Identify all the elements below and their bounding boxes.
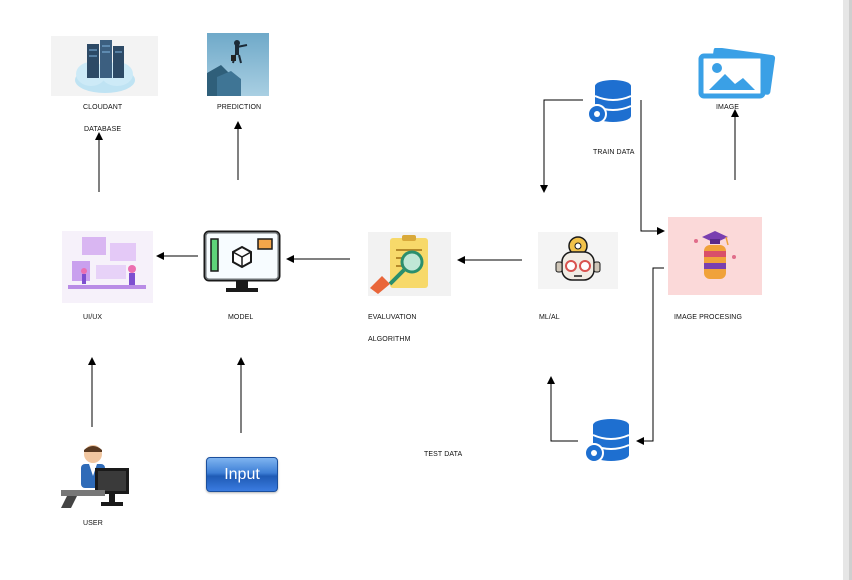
ml-robot-icon bbox=[538, 232, 618, 289]
scrollbar-edge bbox=[849, 0, 852, 580]
image-icon bbox=[697, 48, 777, 100]
model-label: MODEL bbox=[228, 314, 254, 321]
database-label: DATABASE bbox=[84, 126, 122, 133]
arrow-traindata-to-imageproc bbox=[640, 100, 665, 235]
user-icon bbox=[57, 440, 135, 510]
input-button[interactable]: Input bbox=[206, 457, 278, 492]
prediction-label: PREDICTION bbox=[217, 104, 262, 111]
scrollbar-track[interactable] bbox=[843, 0, 852, 580]
user-label: USER bbox=[83, 520, 103, 527]
arrow-imageproc-to-testdata bbox=[636, 267, 664, 445]
cloudant-label: CLOUDANT bbox=[83, 104, 123, 111]
algorithm-label: ALGORITHM bbox=[368, 336, 411, 343]
uiux-icon bbox=[62, 231, 153, 303]
cloudant-database-icon bbox=[51, 36, 158, 96]
test-data-label: TEST DATA bbox=[424, 451, 463, 458]
image-label: IMAGE bbox=[716, 104, 740, 111]
arrow-traindata-to-ml bbox=[540, 99, 583, 193]
ml-label: ML/AL bbox=[539, 314, 560, 321]
arrow-testdata-to-ml bbox=[547, 376, 578, 442]
prediction-icon bbox=[207, 33, 269, 96]
train-data-database-icon bbox=[585, 76, 635, 126]
test-data-database-icon bbox=[580, 415, 634, 465]
evaluation-icon bbox=[368, 232, 451, 296]
image-processing-label: IMAGE PROCESING bbox=[674, 314, 743, 321]
train-data-label: TRAIN DATA bbox=[593, 149, 635, 156]
evaluation-label: EVALUVATION bbox=[368, 314, 417, 321]
model-icon bbox=[202, 229, 282, 297]
image-processing-icon bbox=[668, 217, 762, 295]
uiux-label: UI/UX bbox=[83, 314, 103, 321]
